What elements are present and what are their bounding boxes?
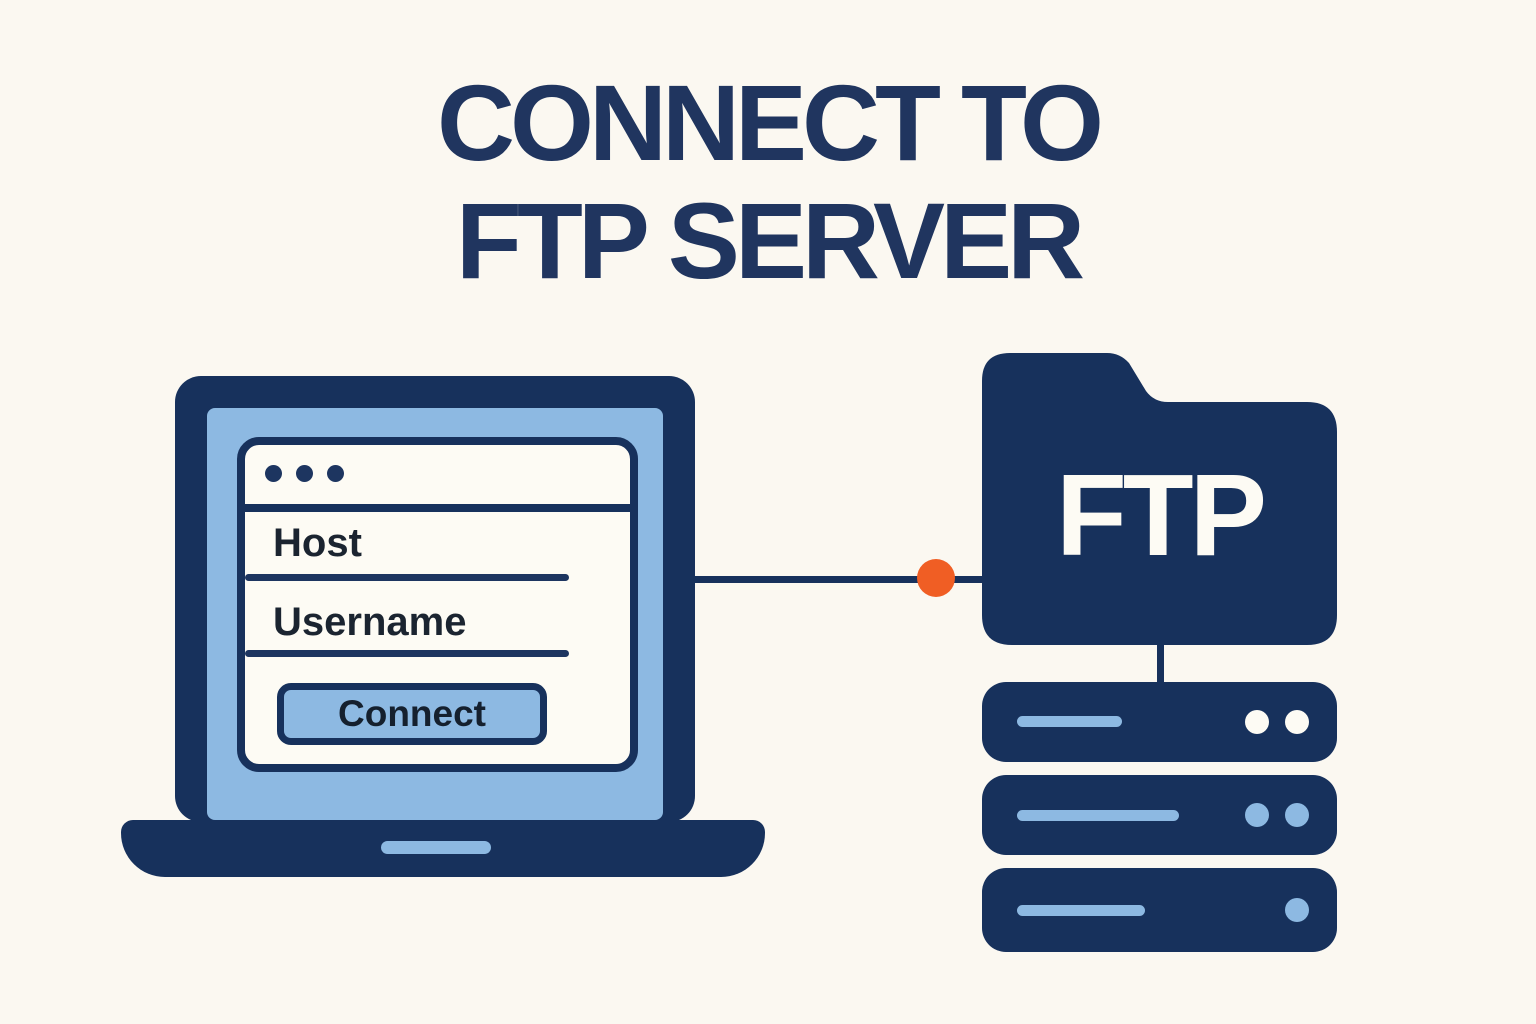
server-led-bar [1017, 810, 1179, 821]
server-light-icon [1245, 803, 1269, 827]
server-lights [1245, 682, 1309, 762]
ftp-folder-icon: FTP [982, 353, 1337, 645]
server-lights [1245, 775, 1309, 855]
server-unit [982, 868, 1337, 952]
server-led-bar [1017, 716, 1122, 727]
connect-button[interactable]: Connect [277, 683, 547, 745]
trackpad-notch [381, 841, 491, 854]
server-light-icon [1245, 710, 1269, 734]
username-field-label: Username [273, 600, 467, 644]
titlebar-divider [245, 504, 630, 512]
server-light-icon [1285, 803, 1309, 827]
page-title: CONNECT TO FTP SERVER [0, 64, 1536, 299]
server-unit [982, 682, 1337, 762]
username-field[interactable]: Username [273, 600, 597, 644]
window-dot-icon [296, 465, 313, 482]
server-light-icon [1285, 898, 1309, 922]
connection-node-dot-icon [917, 559, 955, 597]
title-line-1: CONNECT TO [436, 62, 1104, 183]
host-field[interactable]: Host [273, 521, 597, 565]
connection-line-horizontal [688, 576, 985, 583]
host-input-line[interactable] [245, 574, 569, 581]
window-control-dots-icon [265, 465, 344, 482]
server-unit [982, 775, 1337, 855]
server-lights [1285, 868, 1309, 952]
username-input-line[interactable] [245, 650, 569, 657]
browser-window: Host Username Connect [237, 437, 638, 772]
connection-line-vertical [1157, 640, 1164, 686]
folder-shape [982, 353, 1337, 645]
ftp-folder-label: FTP [1055, 450, 1267, 580]
window-dot-icon [265, 465, 282, 482]
laptop-base [121, 820, 765, 877]
title-line-2: FTP SERVER [455, 179, 1085, 301]
server-led-bar [1017, 905, 1145, 916]
host-field-label: Host [273, 521, 362, 565]
window-dot-icon [327, 465, 344, 482]
server-light-icon [1285, 710, 1309, 734]
